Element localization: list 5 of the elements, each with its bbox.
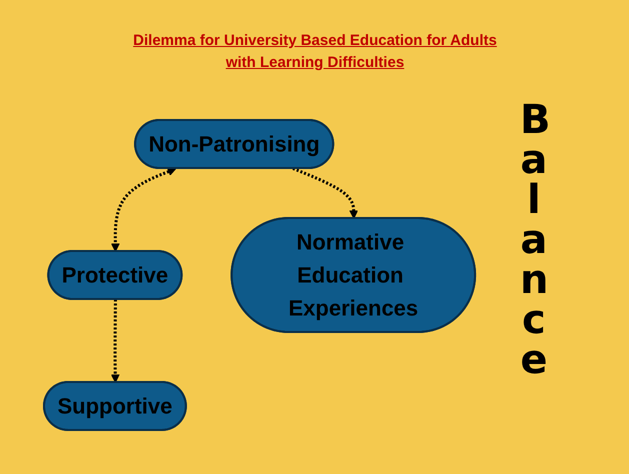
- arrow: [111, 299, 120, 383]
- title: Dilemma for University Based Education for Adults with Learning Difficulties: [132, 31, 498, 73]
- arrow: [111, 168, 177, 252]
- arrow: [292, 167, 359, 219]
- vertical-label: Balance: [520, 100, 548, 380]
